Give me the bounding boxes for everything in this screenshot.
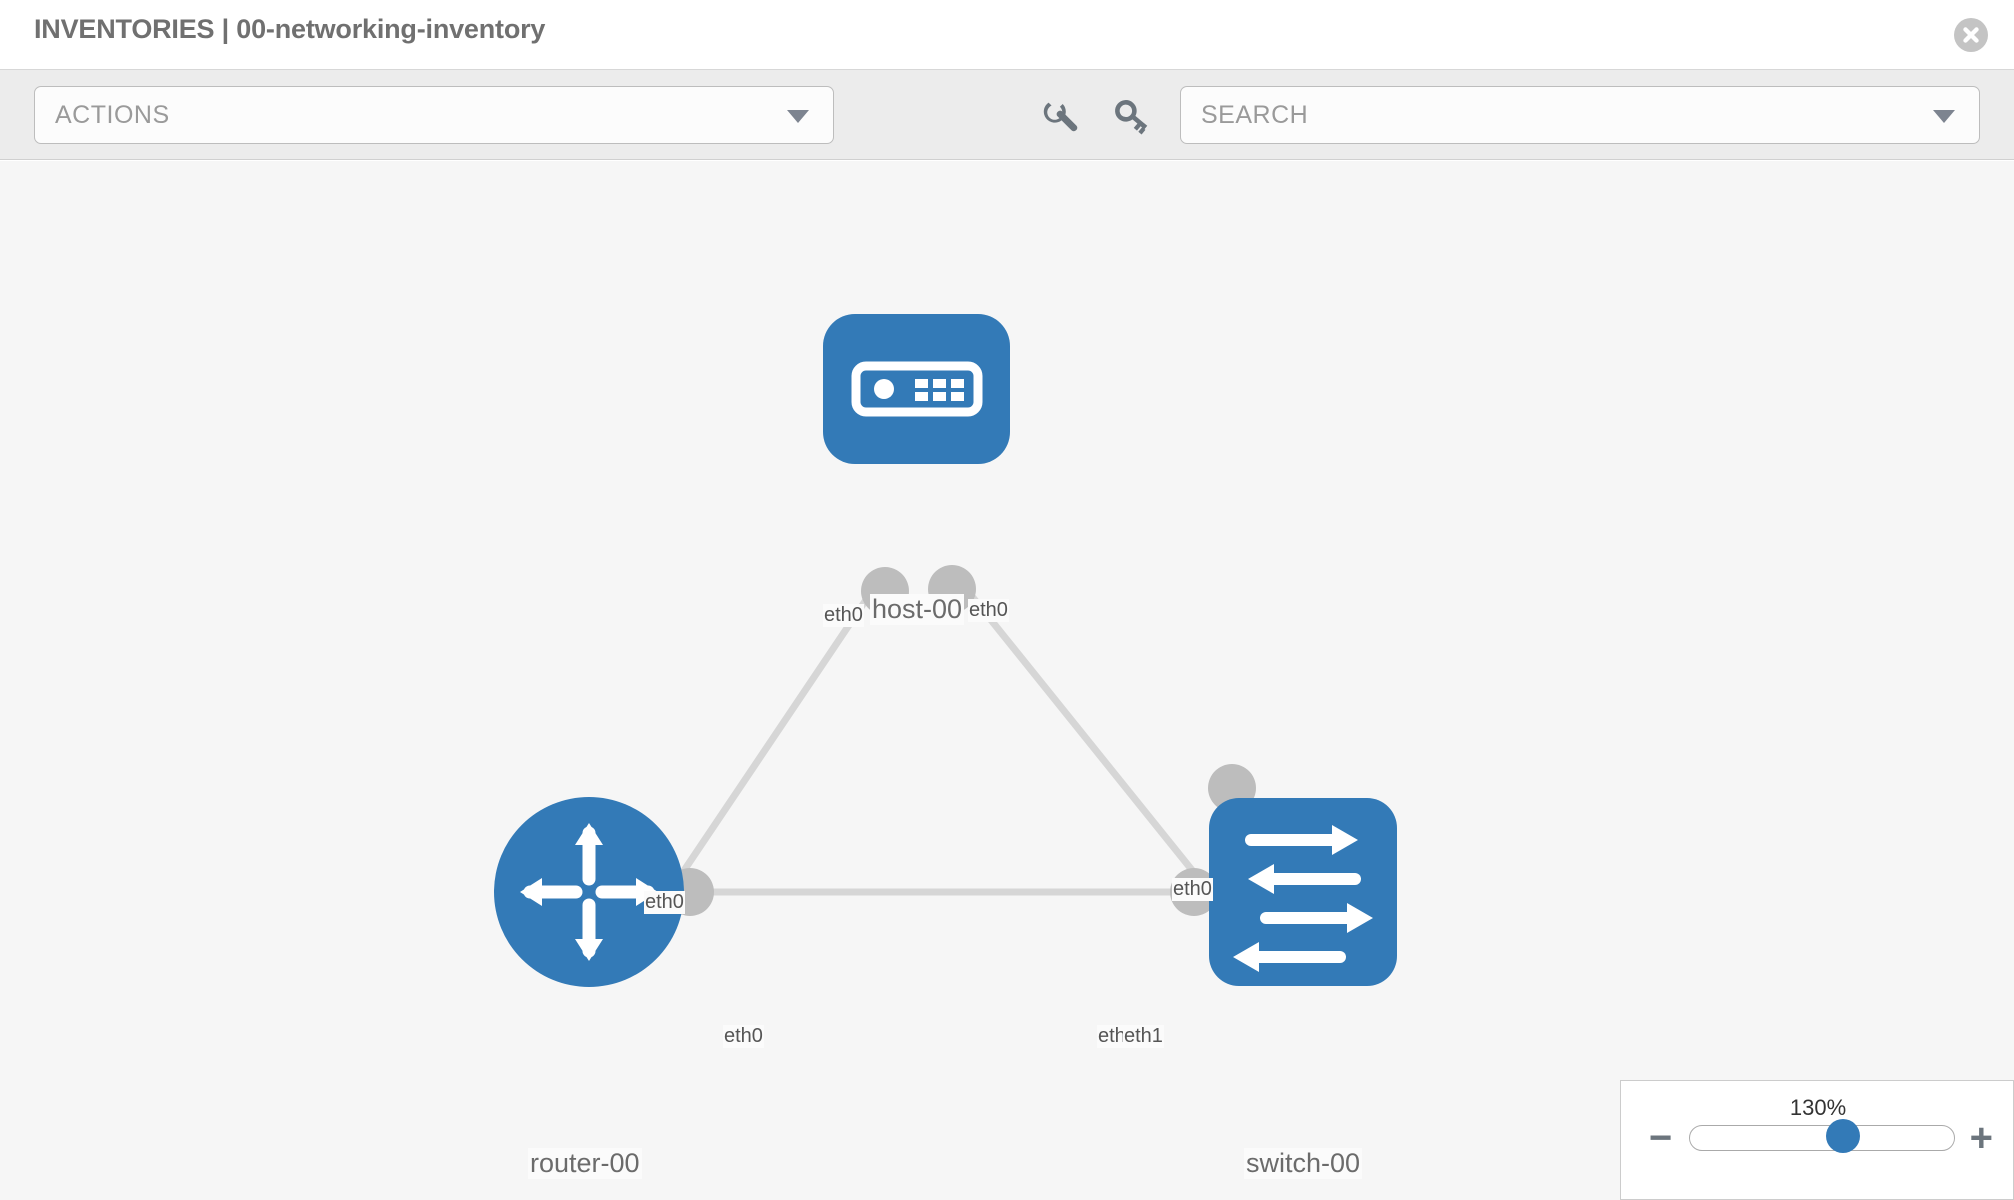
wrench-icon[interactable] [1040, 94, 1084, 138]
search-placeholder: SEARCH [1201, 101, 1309, 129]
zoom-out-button[interactable]: − [1649, 1116, 1673, 1160]
page-title: INVENTORIES | 00-networking-inventory [34, 14, 546, 44]
node-switch-00[interactable] [1209, 798, 1397, 986]
zoom-control-panel: 130% − + [1620, 1080, 2014, 1200]
iface-label: eth0 [644, 891, 685, 914]
chevron-down-icon [1933, 110, 1955, 123]
node-label-switch-00: switch-00 [1244, 1148, 1363, 1179]
zoom-in-button[interactable]: + [1969, 1116, 1993, 1160]
search-input[interactable]: SEARCH [1180, 86, 1980, 144]
iface-label: eth0 [968, 599, 1009, 622]
node-label-host-00: host-00 [870, 594, 965, 625]
topology-canvas[interactable]: eth0 eth0 eth0 eth0 eth0 eth0 eth1 host-… [0, 161, 2014, 1200]
page-header: INVENTORIES | 00-networking-inventory [0, 0, 2014, 70]
key-icon[interactable] [1110, 94, 1154, 138]
iface-label: eth0 [823, 604, 864, 627]
zoom-slider-thumb[interactable] [1826, 1119, 1861, 1153]
close-icon[interactable] [1954, 18, 1988, 52]
iface-label: eth1 [1123, 1025, 1164, 1048]
node-label-router-00: router-00 [528, 1148, 642, 1179]
zoom-level-value: 130% [1789, 1095, 1847, 1120]
iface-label: eth0 [723, 1025, 764, 1048]
zoom-slider-track[interactable] [1689, 1125, 1955, 1151]
chevron-down-icon [787, 110, 809, 123]
topology-links [637, 576, 1248, 939]
topology-graph [494, 314, 1397, 987]
actions-dropdown[interactable]: ACTIONS [34, 86, 834, 144]
toolbar: ACTIONS SEARCH [0, 70, 2014, 160]
node-host-00[interactable] [823, 314, 1010, 464]
iface-label: eth0 [1172, 878, 1213, 901]
actions-dropdown-label: ACTIONS [55, 101, 170, 129]
node-router-00[interactable] [494, 797, 684, 987]
